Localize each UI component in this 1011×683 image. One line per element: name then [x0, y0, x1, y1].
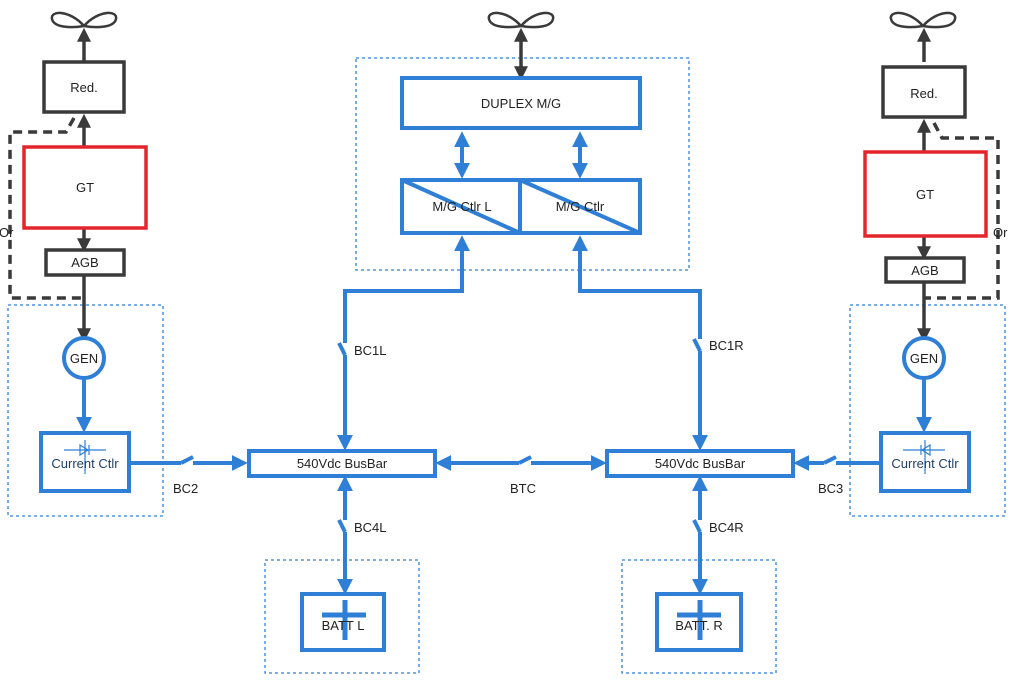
duplex-mg-label: DUPLEX M/G — [481, 96, 561, 111]
right-generator-label: GEN — [910, 351, 938, 366]
left-gas-turbine-label: GT — [76, 180, 94, 195]
right-generator-group — [849, 304, 1006, 517]
or-left-label: Or — [0, 225, 14, 240]
left-diode-icon — [64, 440, 106, 474]
center-fan-icon — [487, 11, 555, 29]
right-bus-to-ctlr-r — [572, 235, 708, 451]
left-generator-circle — [62, 336, 106, 380]
bc1l-switch-icon — [337, 339, 351, 359]
right-busbar-box — [605, 449, 795, 478]
or-right-label: Or — [993, 225, 1008, 240]
right-agb-box — [884, 256, 966, 284]
mg-ctlr-l-label: M/G Ctlr L — [432, 199, 491, 214]
left-gas-turbine-box — [22, 145, 148, 230]
mg-ctlr-r-label: M/G Ctlr — [556, 199, 605, 214]
mg-ctlr-l-converter-diagonal — [401, 178, 521, 235]
right-reduction-gear-box — [881, 65, 967, 119]
right-battery-box — [655, 592, 743, 652]
btc-switch-icon — [514, 455, 536, 469]
left-generator-group — [7, 304, 164, 517]
btc-label: BTC — [510, 481, 536, 496]
bc1r-switch-icon — [692, 335, 706, 355]
right-generator-circle — [902, 336, 946, 380]
bc2-switch-icon — [176, 455, 198, 469]
right-gas-turbine-box — [863, 150, 988, 238]
left-busbar-box — [247, 449, 437, 478]
mg-ctlr-r-converter-diagonal — [519, 178, 641, 235]
bc4l-switch-icon — [337, 516, 351, 536]
bc3-switch-icon — [819, 455, 841, 469]
right-battery-icon — [677, 600, 721, 640]
right-diode-icon — [903, 440, 945, 474]
left-fan-icon — [50, 11, 118, 29]
left-reduction-gear-label: Red. — [70, 80, 97, 95]
bc3-label: BC3 — [818, 481, 843, 496]
bc4l-label: BC4L — [354, 520, 387, 535]
left-current-ctlr-label: Current Ctlr — [51, 456, 119, 471]
left-generator-label: GEN — [70, 351, 98, 366]
left-battery-icon — [322, 600, 366, 640]
bc1l-label: BC1L — [354, 343, 387, 358]
right-alt-path — [924, 122, 1000, 300]
left-reduction-gear-box — [42, 60, 126, 114]
left-busbar-label: 540Vdc BusBar — [297, 456, 388, 471]
bc2-label: BC2 — [173, 481, 198, 496]
left-agb-box — [44, 248, 126, 277]
left-alt-path — [8, 117, 84, 300]
bc4r-label: BC4R — [709, 520, 744, 535]
right-busbar-label: 540Vdc BusBar — [655, 456, 746, 471]
right-agb-label: AGB — [911, 263, 938, 278]
left-agb-label: AGB — [71, 255, 98, 270]
right-gas-turbine-label: GT — [916, 187, 934, 202]
bc4r-switch-icon — [692, 516, 706, 536]
duplex-mg-box — [400, 76, 642, 130]
bc1r-label: BC1R — [709, 338, 744, 353]
right-fan-icon — [889, 11, 957, 29]
left-bus-to-ctlr-l — [337, 235, 470, 451]
duplex-mg-group — [355, 57, 690, 271]
right-reduction-gear-label: Red. — [910, 86, 937, 101]
right-current-ctlr-label: Current Ctlr — [891, 456, 959, 471]
left-battery-label: BATT L — [322, 618, 365, 633]
right-battery-label: BATT. R — [675, 618, 722, 633]
left-battery-group — [264, 559, 420, 674]
right-battery-group — [621, 559, 777, 674]
